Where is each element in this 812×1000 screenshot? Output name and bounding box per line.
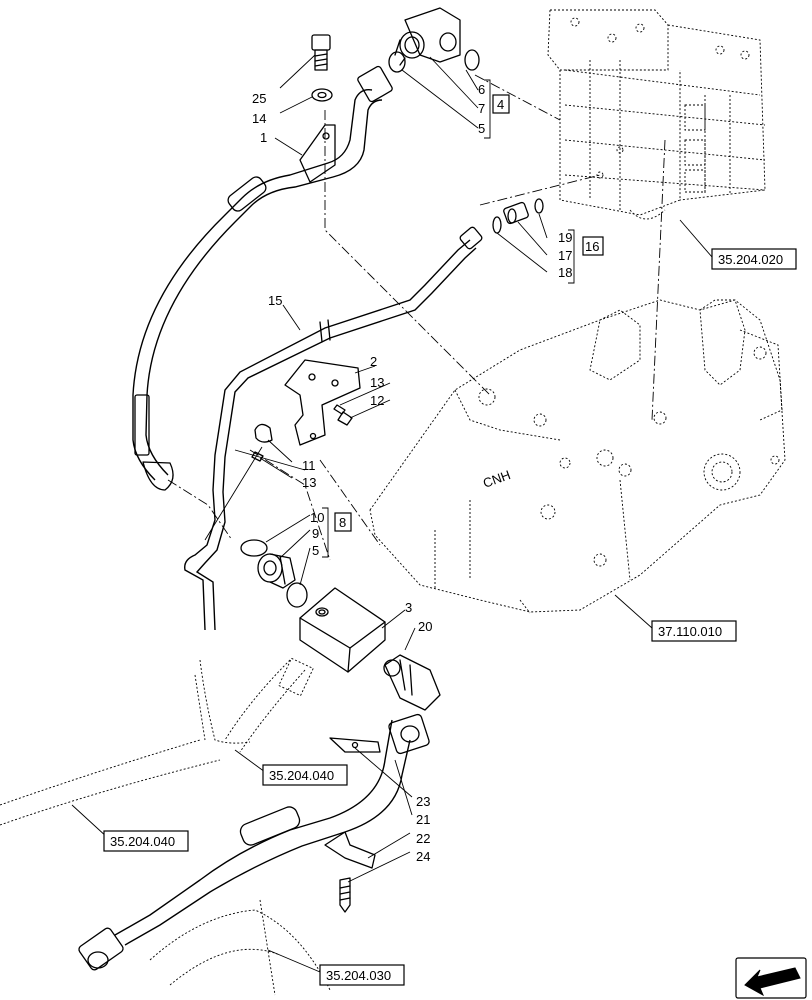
plate-23 <box>329 737 381 753</box>
bracket-2 <box>284 359 361 446</box>
block-3 <box>299 587 386 673</box>
o-ring-18 <box>492 216 502 234</box>
callout-25: 25 <box>252 91 266 106</box>
hose-21 <box>78 713 430 971</box>
ref-35-204-020: 35.204.020 <box>718 252 783 267</box>
o-ring-6 <box>464 49 480 71</box>
callout-23: 23 <box>416 794 430 809</box>
bolt-25 <box>311 34 331 71</box>
callout-24: 24 <box>416 849 430 864</box>
callout-leaders <box>259 54 548 883</box>
elbow-fitting-20 <box>383 654 441 711</box>
callout-2: 2 <box>370 354 377 369</box>
callout-6: 6 <box>478 82 485 97</box>
o-ring-19 <box>534 198 544 214</box>
screw-24 <box>339 877 351 913</box>
o-ring-5-top <box>388 51 406 73</box>
callout-12: 12 <box>370 393 384 408</box>
back-arrow-icon[interactable] <box>735 957 807 999</box>
callout-19: 19 <box>558 230 572 245</box>
callout-5: 5 <box>478 121 485 136</box>
ref-37-110-010: 37.110.010 <box>658 624 722 639</box>
callout-20: 20 <box>418 619 432 634</box>
clip-22 <box>324 831 376 869</box>
lower-hose-outlines <box>0 657 331 996</box>
svg-text:CNH: CNH <box>481 467 513 491</box>
hose-1 <box>132 65 393 491</box>
callout-22: 22 <box>416 831 430 846</box>
callout-9: 9 <box>312 526 319 541</box>
callout-labels: 25 14 1 6 7 5 19 17 18 15 2 13 12 11 13 … <box>252 82 572 864</box>
elbow-fitting-7 <box>394 7 461 66</box>
center-lines <box>167 74 666 561</box>
kit-16: 16 <box>585 239 599 254</box>
o-ring-5 <box>286 582 308 608</box>
control-valve-stack <box>547 9 766 220</box>
screw-12 <box>337 411 353 426</box>
callout-1: 1 <box>260 130 267 145</box>
kit-8: 8 <box>339 515 346 530</box>
adapter-17 <box>503 201 529 225</box>
reference-boxes: 35.204.020 37.110.010 35.204.040 35.204.… <box>103 248 797 986</box>
ref-35-204-040-a: 35.204.040 <box>269 768 334 783</box>
callout-17: 17 <box>558 248 572 263</box>
callout-11: 11 <box>302 458 316 473</box>
callout-21: 21 <box>416 812 430 827</box>
kit-boxes: 4 16 8 <box>334 94 604 532</box>
callout-3: 3 <box>405 600 412 615</box>
clamp-11 <box>254 423 273 443</box>
o-ring-10 <box>240 539 268 557</box>
kit-4: 4 <box>497 97 504 112</box>
callout-15: 15 <box>268 293 282 308</box>
callout-5b: 5 <box>312 543 319 558</box>
adapter-9 <box>257 553 296 589</box>
pipe-15 <box>184 226 483 631</box>
callout-14: 14 <box>252 111 266 126</box>
callout-7: 7 <box>478 101 485 116</box>
callout-18: 18 <box>558 265 572 280</box>
screw-13a <box>333 404 346 415</box>
reference-leaders <box>71 219 713 973</box>
ref-35-204-030: 35.204.030 <box>326 968 391 983</box>
callout-13: 13 <box>370 375 384 390</box>
washer-14 <box>311 88 333 102</box>
kit-brackets <box>322 79 575 558</box>
ref-35-204-040-b: 35.204.040 <box>110 834 175 849</box>
lift-cover-housing: CNH <box>369 299 786 614</box>
callout-10: 10 <box>310 510 324 525</box>
callout-13b: 13 <box>302 475 316 490</box>
